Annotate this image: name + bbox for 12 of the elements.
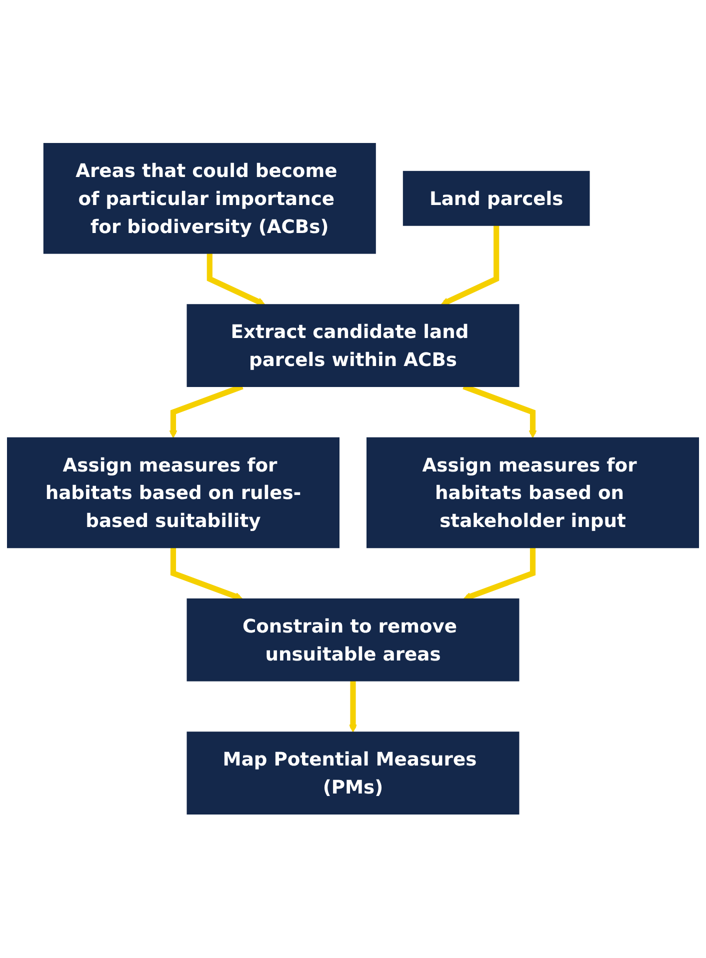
node-box: Constrain to remove unsuitable areas [186, 598, 520, 682]
arrow [170, 548, 243, 600]
arrow [440, 226, 500, 306]
node-box: Map Potential Measures (PMs) [186, 732, 520, 815]
node-box: Extract candidate land parcels within ACBs [186, 304, 520, 388]
node-box: Land parcels [402, 171, 590, 226]
arrow [206, 254, 266, 306]
arrow [348, 681, 358, 733]
node-box: Assign measures for habitats based on rules-based suitability [7, 438, 340, 548]
node-box: Assign measures for habitats based on stakeholder input [366, 438, 699, 548]
node-box: Areas that could become of particular importance for biodiversity (ACBs) [43, 143, 376, 254]
arrow [463, 548, 536, 600]
